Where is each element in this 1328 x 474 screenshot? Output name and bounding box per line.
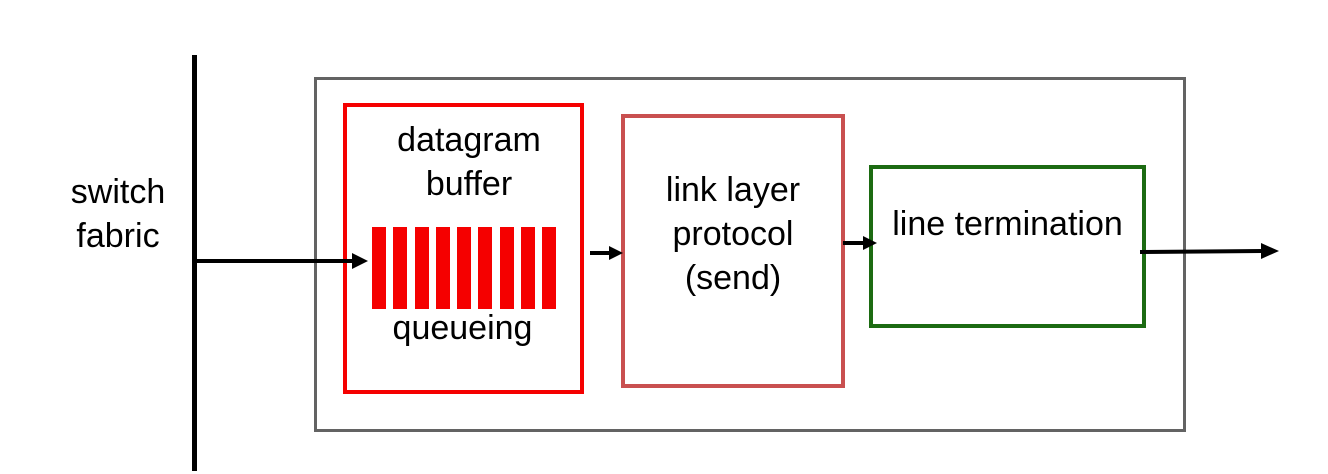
queue-slot [478, 227, 492, 309]
queue-slot [521, 227, 535, 309]
line-termination-label: line termination [892, 205, 1123, 243]
output-port-box [314, 77, 1186, 432]
queue-slot [393, 227, 407, 309]
arrow-line-out [1139, 243, 1279, 259]
queue-slots [372, 227, 556, 309]
queue-slot [542, 227, 556, 309]
queue-slot [415, 227, 429, 309]
arrow-link-to-line [843, 236, 877, 250]
queue-slot [500, 227, 514, 309]
arrow-buffer-to-link [590, 246, 623, 260]
switch-fabric-label: switch fabric [70, 173, 166, 255]
line-termination-box [869, 165, 1146, 328]
queueing-label: queueing [392, 309, 533, 347]
link-layer-protocol-label: link layer protocol (send) [665, 171, 801, 297]
arrow-fabric-to-buffer [194, 253, 368, 269]
link-layer-protocol-box [621, 114, 845, 388]
datagram-buffer-title: datagram buffer [397, 121, 541, 203]
queue-slot [372, 227, 386, 309]
datagram-buffer-box [343, 103, 584, 394]
queue-slot [457, 227, 471, 309]
queue-slot [436, 227, 450, 309]
